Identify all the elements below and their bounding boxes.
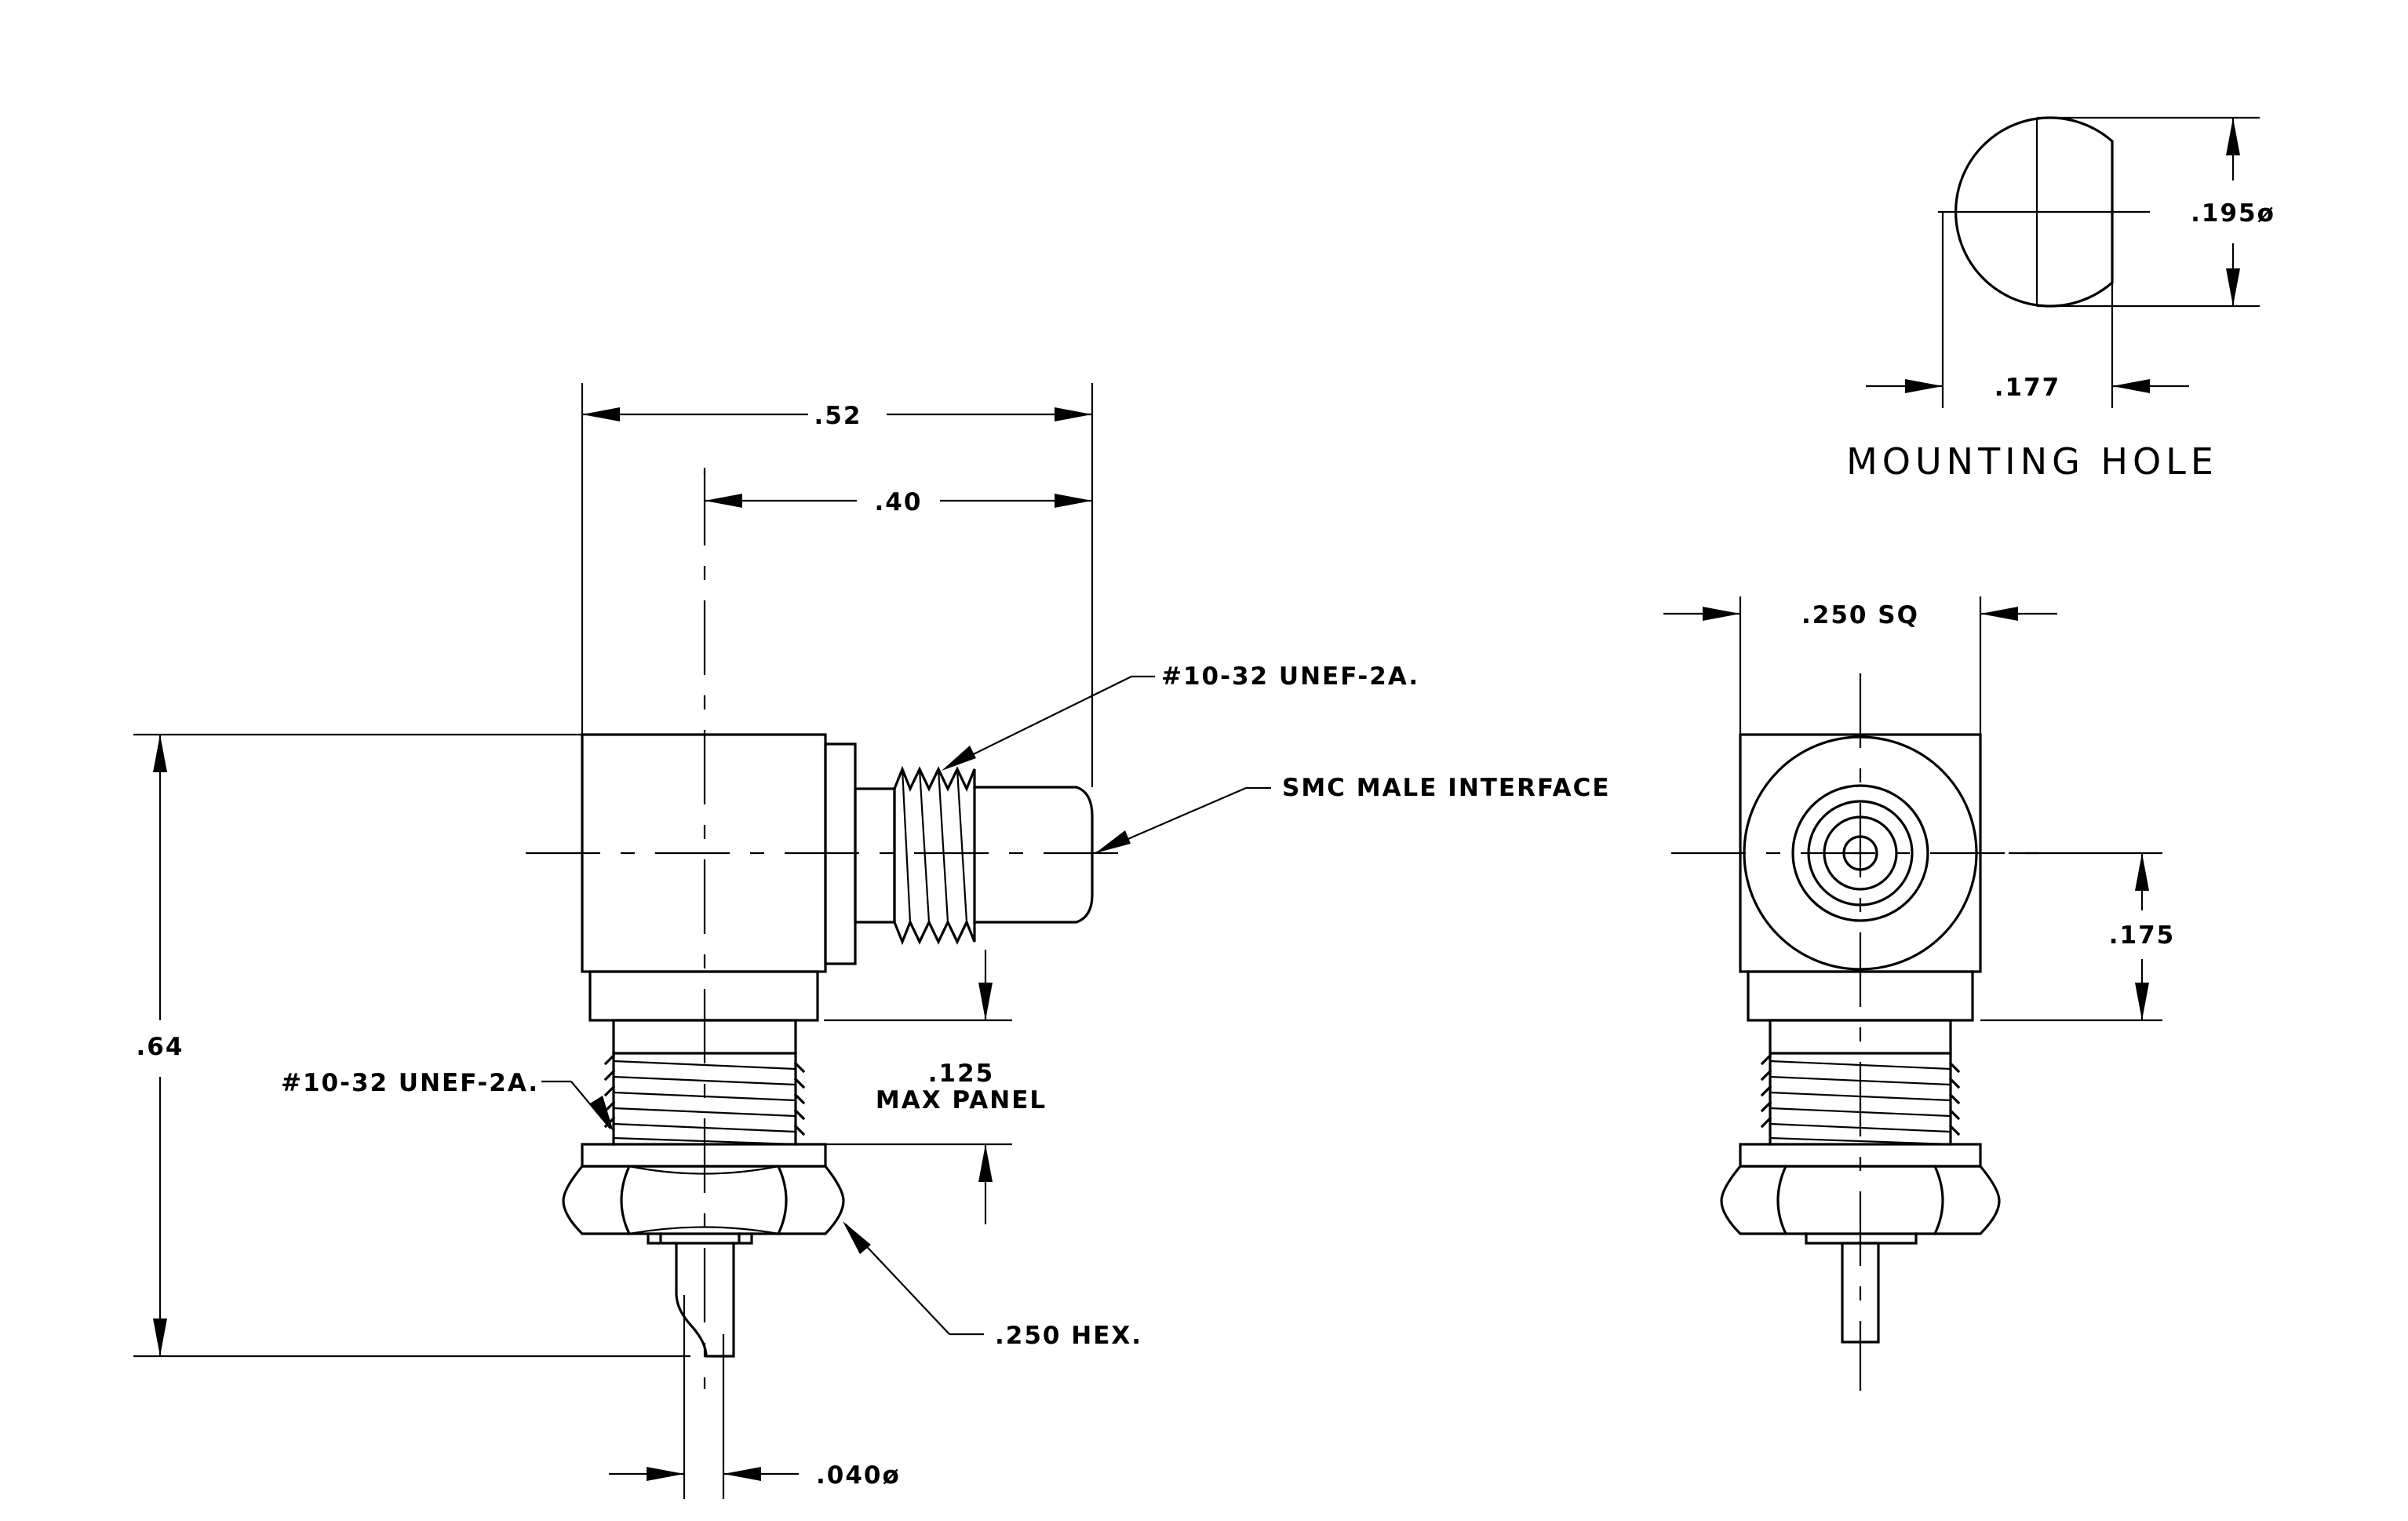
coupling-base: [854, 787, 896, 924]
nut-stem: [647, 1232, 753, 1245]
smc-interface-label: SMC MALE INTERFACE: [1282, 774, 1611, 802]
front-view: .250 SQ .175: [1663, 596, 2176, 1391]
panel-thickness-value: .125: [928, 1060, 995, 1088]
hex-size-label: .250 HEX.: [995, 1322, 1142, 1350]
dim-064-label: .64: [137, 1033, 184, 1061]
front-hex-nut: [1720, 1164, 2001, 1236]
front-neck: [1769, 1019, 1952, 1055]
square-size-label: .250 SQ: [1801, 601, 1919, 629]
front-ring-2: [1791, 784, 1929, 922]
thread-callout-top-label: #10-32 UNEF-2A.: [1161, 662, 1419, 691]
hole-diameter-label: .195ø: [2191, 199, 2275, 228]
thread-callout-left-label: #10-32 UNEF-2A.: [281, 1069, 539, 1097]
mounting-hole-view: .195ø .177 MOUNTING HOLE: [1846, 116, 2275, 483]
hex-nut: [562, 1164, 845, 1236]
panel-thickness-label: MAX PANEL: [876, 1086, 1047, 1114]
dim-052-label: .52: [814, 402, 862, 430]
pin-diameter-label: .040ø: [816, 1461, 901, 1490]
hole-flat-label: .177: [1995, 374, 2061, 402]
contact-pin: [675, 1242, 735, 1358]
dim-040-label: .40: [875, 488, 923, 516]
smc-thread: [893, 765, 976, 946]
side-view: .52 .40 .64 #10-32 UNEF-2A. SMC MALE INT…: [133, 383, 1611, 1499]
dim-0175-label: .175: [2109, 921, 2176, 950]
mounting-hole-title: MOUNTING HOLE: [1846, 440, 2218, 483]
smc-nose: [973, 786, 1094, 924]
